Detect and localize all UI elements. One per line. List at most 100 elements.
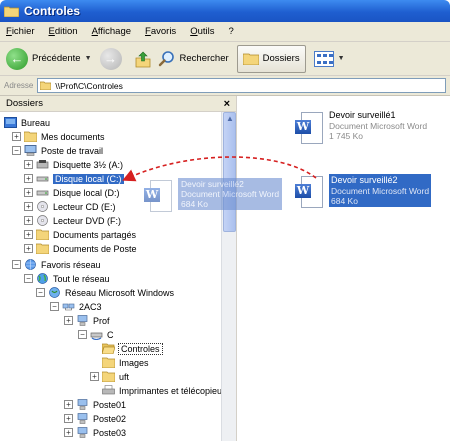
collapse-icon[interactable]: − [12,260,21,269]
desktop-icon [4,117,17,128]
tree-item-poste03[interactable]: + Poste03 [64,426,126,439]
views-button[interactable]: ▼ [313,50,345,67]
address-input[interactable]: \\Prof\C\Controles [37,78,446,93]
folders-icon [242,53,259,65]
menu-edition[interactable]: Edition [48,26,78,37]
back-button-label[interactable]: Précédente [32,53,81,64]
search-icon[interactable] [158,50,176,68]
menu-fichier[interactable]: Fichier [6,26,35,37]
expand-icon[interactable]: + [12,132,21,141]
drag-ghost: W Devoir surveillé2 Document Microsoft W… [144,178,283,214]
address-bar: Adresse \\Prof\C\Controles [0,76,450,96]
tree-item-tout-le-reseau[interactable]: − Tout le réseau [24,272,110,285]
expand-icon[interactable]: + [64,414,73,423]
scroll-up-icon[interactable]: ▲ [226,114,234,123]
tree-item-label: uft [119,371,130,382]
expand-icon[interactable]: + [24,188,33,197]
tree-item-label: Disque local (C:) [53,173,124,184]
tree-item-images[interactable]: Images [101,356,149,369]
folder-up-icon[interactable] [134,50,152,68]
tree-item-controles[interactable]: Controles [101,342,163,355]
ghost-file-name: Devoir surveillé2 [181,179,244,189]
expand-icon[interactable]: + [24,230,33,239]
tree-item-documents-de-poste[interactable]: + Documents de Poste [24,242,137,255]
title-bar[interactable]: Controles [0,0,450,22]
tree-scrollbar[interactable] [221,112,236,441]
tree-item-lecteur-cd[interactable]: + Lecteur CD (E:) [24,200,116,213]
word-document-icon: W [295,110,325,146]
menu-affichage[interactable]: Affichage [91,26,132,37]
tree-item-disque-c[interactable]: + Disque local (C:) [24,172,124,185]
expand-icon[interactable]: + [24,244,33,253]
search-button-label[interactable]: Rechercher [179,53,229,64]
close-icon[interactable]: × [223,97,230,110]
file-devoir-surveille2[interactable]: W Devoir surveillé2 Document Microsoft W… [295,174,432,210]
folder-icon [3,5,20,18]
tree-item-documents-partages[interactable]: + Documents partagés [24,228,136,241]
tree-item-2ac3[interactable]: − 2AC3 [50,300,102,313]
tree-item-c[interactable]: − C [78,328,114,341]
back-dropdown-icon[interactable]: ▼ [84,55,92,62]
folder-icon [101,371,116,383]
tree-item-label: Disquette 3½ (A:) [53,159,124,170]
tree-item-disque-d[interactable]: + Disque local (D:) [24,186,120,199]
ghost-file-type: Document Microsoft Word [181,189,280,199]
computer-icon [76,315,89,326]
tree-item-prof[interactable]: + Prof [64,314,110,327]
expand-icon[interactable]: + [64,316,73,325]
menu-help[interactable]: ? [228,26,234,37]
folder-icon [40,81,52,91]
collapse-icon[interactable]: − [12,146,21,155]
expand-icon[interactable]: + [24,174,33,183]
menu-outils[interactable]: Outils [190,26,215,37]
tree-item-poste-de-travail[interactable]: − Poste de travail [12,144,103,157]
views-icon [313,50,334,67]
tree-item-disquette[interactable]: + Disquette 3½ (A:) [24,158,123,171]
tree-item-label: Imprimantes et télécopieurs [119,385,230,396]
file-type: Document Microsoft Word [329,121,428,131]
computer-icon [24,145,37,156]
file-devoir-surveille1[interactable]: W Devoir surveillé1 Document Microsoft W… [295,110,427,146]
tree-item-imprimantes[interactable]: Imprimantes et télécopieurs [90,384,230,397]
expand-icon[interactable]: + [24,160,33,169]
collapse-icon[interactable]: − [36,288,45,297]
workgroup-icon [62,301,75,312]
collapse-icon[interactable]: − [24,274,33,283]
tree-item-label: Poste03 [93,427,127,438]
file-name: Devoir surveillé2 [331,175,398,185]
file-size: 684 Ko [331,196,358,206]
folder-icon [35,243,50,255]
folder-tree: Bureau + Mes documents − Poste de travai… [0,112,236,441]
tree-item-poste02[interactable]: + Poste02 [64,412,126,425]
forward-arrow-icon[interactable]: → [99,47,122,70]
network-icon [48,287,61,298]
computer-icon [76,399,89,410]
tree-item-favoris-reseau[interactable]: − Favoris réseau [12,258,101,271]
expand-icon[interactable]: + [90,372,99,381]
floppy-icon [36,159,49,170]
tree-item-label: Bureau [21,117,51,128]
tree-item-label: Prof [93,315,110,326]
views-dropdown-icon[interactable]: ▼ [337,55,345,62]
folders-button[interactable]: Dossiers [236,44,306,73]
expand-icon[interactable]: + [64,400,73,409]
collapse-icon[interactable]: − [78,330,87,339]
expand-icon[interactable]: + [24,202,33,211]
tree-item-bureau[interactable]: Bureau [4,116,50,129]
back-arrow-icon[interactable]: ← [6,47,28,70]
tree-item-poste01[interactable]: + Poste01 [64,398,126,411]
tree-item-mes-documents[interactable]: + Mes documents [12,130,105,143]
menu-favoris[interactable]: Favoris [145,26,177,37]
collapse-icon[interactable]: − [50,302,59,311]
expand-icon[interactable]: + [64,428,73,437]
cd-drive-icon [36,201,49,212]
tree-item-reseau-microsoft-windows[interactable]: − Réseau Microsoft Windows [36,286,174,299]
tree-item-uft[interactable]: + uft [90,370,129,383]
tree-item-lecteur-dvd[interactable]: + Lecteur DVD (F:) [24,214,121,227]
expand-icon[interactable]: + [24,216,33,225]
ghost-file-size: 684 Ko [181,199,208,209]
scrollbar-thumb[interactable] [223,112,236,232]
tree-item-label: Documents de Poste [53,243,137,254]
folders-pane-header: Dossiers × [0,96,236,112]
folders-pane-title: Dossiers [6,98,43,109]
